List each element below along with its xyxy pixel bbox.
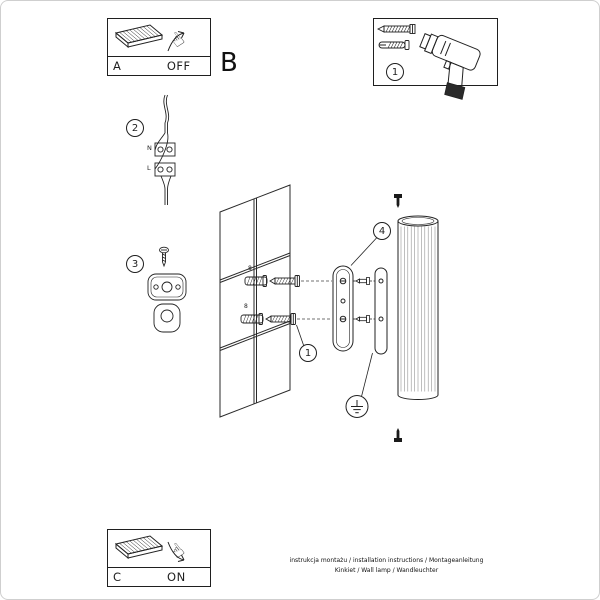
leader-line-step-4 [350, 237, 377, 266]
switch-hatch [119, 536, 159, 554]
switch-off-state: OFF [166, 59, 191, 73]
mounting-screw-bottom [265, 313, 296, 325]
mounting-screw-top [269, 275, 300, 287]
fixing-screw-bottom [353, 315, 375, 323]
bracket-cup [153, 303, 181, 333]
switch-hatch [119, 25, 159, 43]
footer-line-1: instrukcja montażu / installation instru… [289, 557, 484, 564]
lamp-flutes [400, 226, 436, 392]
terminal-block-l [154, 162, 176, 177]
small-screw-head [159, 246, 169, 254]
switch-on-panel: ☝ C ON [107, 529, 211, 587]
step-1-badge: 1 [386, 63, 404, 81]
lamp-rear-plate [374, 267, 388, 355]
terminal-n-label: N [147, 144, 152, 152]
switch-off-panel: ☝ A OFF [107, 18, 211, 76]
tools-panel: 1 [373, 18, 498, 100]
ground-symbol [345, 395, 369, 418]
anchor-size-label-top: 8 [248, 265, 252, 272]
panel-a-letter: A [113, 59, 121, 73]
wall-anchor-top [244, 275, 268, 287]
power-cable-illustration [154, 94, 176, 205]
footer-text: instrukcja montażu / installation instru… [279, 556, 494, 576]
leader-line-step-1 [296, 324, 305, 347]
wall-anchor-bottom [240, 313, 264, 325]
terminal-l-label: L [147, 164, 151, 172]
wall-bracket [332, 265, 354, 352]
flick-arrow-icon [167, 541, 185, 562]
flick-arrow-icon [167, 31, 185, 52]
step-2-badge: 2 [126, 119, 144, 137]
fixing-screw-top [353, 277, 375, 285]
panel-c-label-row: C ON [108, 567, 210, 586]
bracket-parts-illustration [147, 246, 187, 333]
panel-a-label-row: A OFF [108, 56, 210, 75]
screw-icon [376, 24, 416, 34]
tiled-wall [219, 184, 291, 418]
leader-line-ground [361, 352, 373, 397]
anchors-step-badge: 1 [299, 344, 317, 362]
section-b-label: B [220, 48, 238, 78]
grub-screw-bottom [394, 428, 402, 442]
drill-battery [444, 82, 466, 100]
wall-plug-icon [378, 40, 410, 50]
anchor-size-label-bottom: 8 [244, 303, 248, 310]
switch-on-state: ON [167, 570, 186, 584]
installation-diagram [219, 184, 439, 442]
footer-line-2: Kinkiet / Wall lamp / Wandleuchter [334, 566, 439, 574]
lamp-body [397, 215, 439, 400]
mounting-step-badge: 4 [373, 222, 391, 240]
step-3-badge: 3 [126, 255, 144, 273]
grub-screw-top [394, 194, 402, 208]
mounting-plate [147, 273, 187, 301]
light-switch-icon [114, 535, 185, 562]
terminal-block-n [154, 142, 176, 157]
panel-c-letter: C [113, 570, 122, 584]
drill-icon [419, 33, 481, 100]
light-switch-icon [114, 24, 185, 52]
